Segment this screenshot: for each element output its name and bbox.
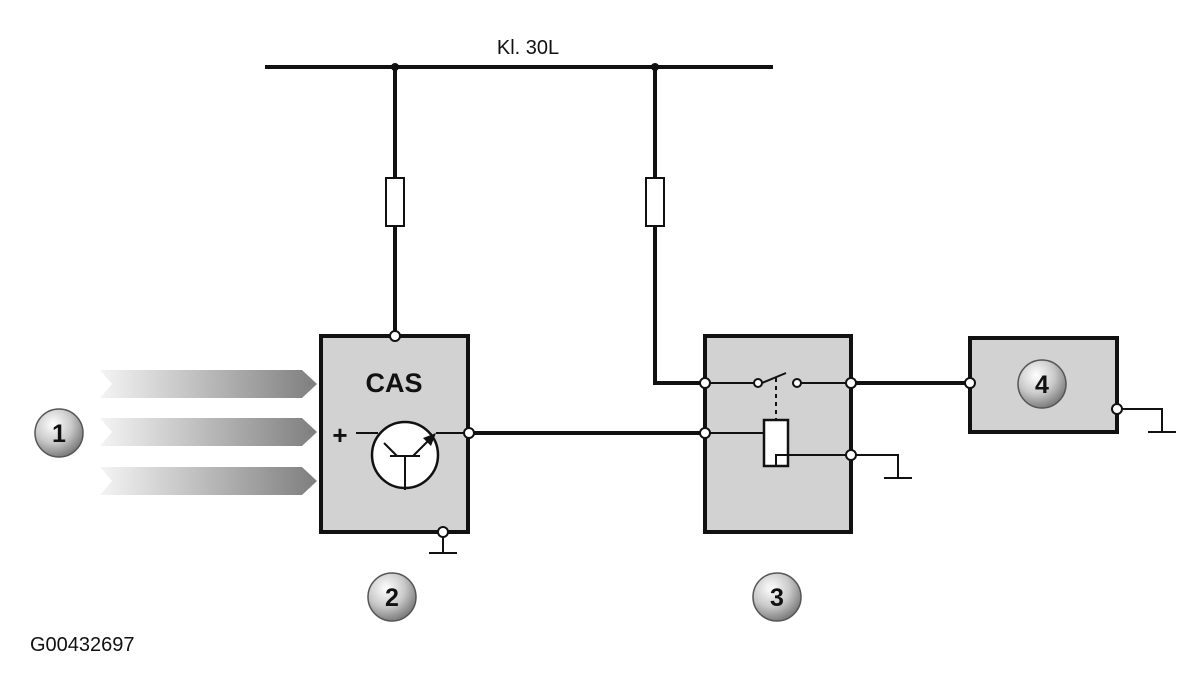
callout-4-label: 4 (1035, 371, 1049, 399)
plus-sign: + (332, 420, 347, 450)
consumer-terminal-ground (1111, 403, 1123, 415)
relay-switch-contact (705, 372, 851, 420)
relay-terminal-feed (699, 377, 711, 389)
callout-4: 4 (1017, 359, 1067, 409)
figure-id: G00432697 (30, 634, 135, 656)
cas-terminal-top (389, 330, 401, 342)
callout-3: 3 (752, 572, 802, 622)
input-arrow-bottom (100, 467, 317, 495)
transistor-symbol (370, 420, 469, 490)
input-arrow-middle (100, 418, 317, 446)
relay-feed-wire (653, 67, 705, 385)
consumer-ground-symbol (1122, 408, 1176, 433)
relay-terminal-control (699, 427, 711, 439)
callout-2-label: 2 (385, 584, 399, 612)
cas-ground-symbol (429, 537, 457, 554)
relay-ground-symbol (856, 454, 912, 479)
input-signal-arrows (100, 370, 317, 495)
cas-terminal-output (463, 427, 475, 439)
relay-terminal-output (845, 377, 857, 389)
fuse-relay (645, 177, 665, 227)
relay-terminal-ground (845, 449, 857, 461)
cas-terminal-ground (437, 526, 449, 538)
input-arrow-top (100, 370, 317, 398)
callout-1-label: 1 (52, 420, 66, 448)
bus-label: Kl. 30L (497, 37, 559, 59)
fuse-cas (385, 177, 405, 227)
cas-label: CAS (365, 368, 422, 398)
consumer-terminal-input (964, 377, 976, 389)
callout-1: 1 (34, 408, 84, 458)
relay-coil (705, 418, 851, 468)
callout-2: 2 (367, 572, 417, 622)
callout-3-label: 3 (770, 584, 784, 612)
